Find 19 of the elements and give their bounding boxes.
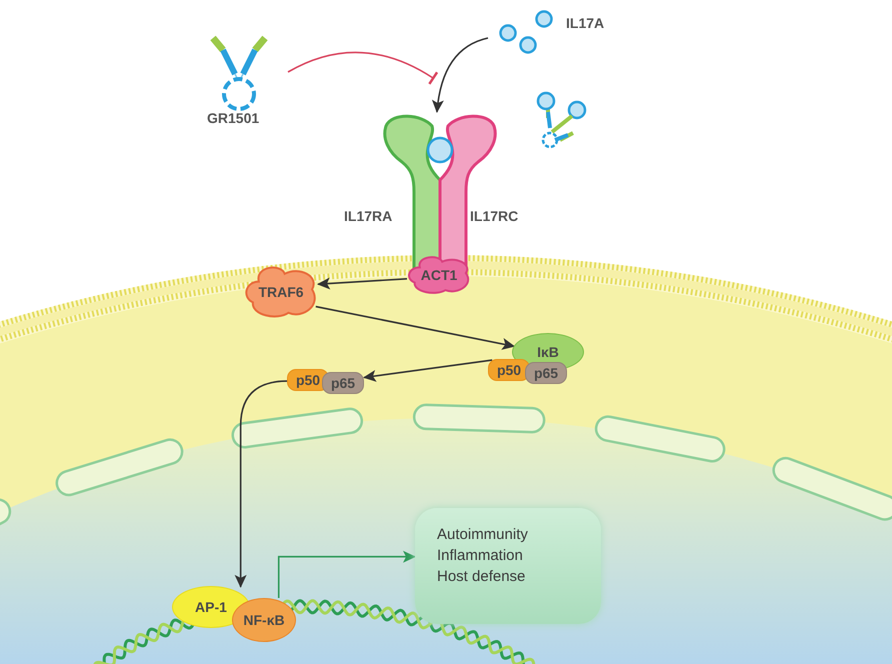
arrow — [234, 380, 288, 588]
arrow — [316, 306, 516, 350]
protein-cloud: ACT1 — [407, 256, 471, 294]
outcome-panel — [415, 508, 601, 624]
outcome-text: Inflammation — [437, 546, 524, 566]
protein-pill: p65 — [525, 362, 567, 384]
outcome-text: Host defense — [437, 567, 526, 587]
protein-pill: p65 — [322, 372, 364, 394]
outcome-text: Autoimmunity — [437, 525, 529, 545]
arrow — [317, 277, 408, 290]
receptor-label: IL17RC — [470, 208, 518, 224]
antibody-label: GR1501 — [207, 110, 260, 126]
protein-cloud: TRAF6 — [244, 266, 318, 318]
ligand-label: IL17A — [566, 15, 604, 31]
arrow — [278, 550, 416, 598]
inhibition-line — [288, 52, 438, 85]
arrow — [363, 359, 492, 382]
receptor-label: IL17RA — [344, 208, 392, 224]
arrow — [432, 37, 488, 113]
